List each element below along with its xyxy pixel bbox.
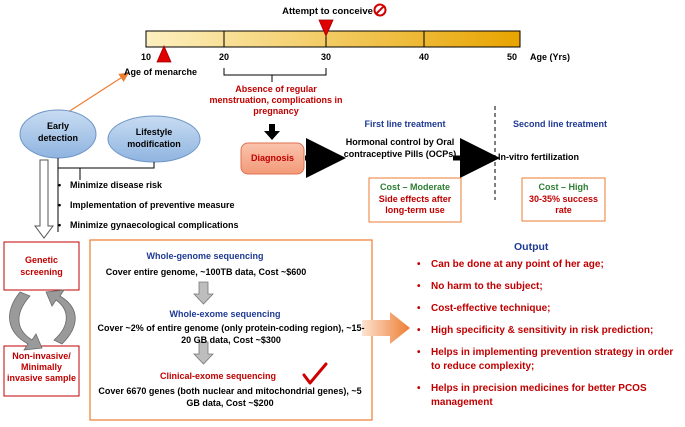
tick-label-50: 50 bbox=[506, 52, 517, 62]
list-item: Minimize gynaecological complications bbox=[56, 215, 266, 235]
no-symbol-icon bbox=[373, 3, 387, 17]
sequencing-box bbox=[89, 239, 373, 421]
wgs-to-wes-arrow bbox=[193, 281, 214, 305]
menarche-label: Age of menarche bbox=[124, 67, 198, 77]
cost-high-detail: 30-35% success rate bbox=[528, 194, 599, 215]
list-item: Minimize disease risk bbox=[56, 175, 266, 195]
ces-title: Clinical-exome sequencing bbox=[159, 371, 277, 381]
wgs-text: Cover entire genome, ~100TB data, Cost ~… bbox=[105, 267, 307, 277]
absence-bracket bbox=[223, 68, 327, 76]
list-item: Implementation of preventive measure bbox=[56, 195, 266, 215]
early-to-menarche-arrow bbox=[61, 72, 130, 117]
lifestyle-label: Lifestyle modification bbox=[127, 127, 181, 149]
to-genetic-screening-arrow bbox=[34, 159, 54, 239]
wes-title: Whole-exome sequencing bbox=[169, 309, 281, 319]
second-line-title: Second line treatment bbox=[512, 119, 608, 129]
wes-text: Cover ~2% of entire genome (only protein… bbox=[97, 323, 365, 345]
attempt-marker-icon bbox=[318, 19, 334, 37]
list-item: Helps in precision medicines for better … bbox=[415, 382, 683, 410]
cost-moderate-box bbox=[368, 177, 462, 223]
menarche-marker-icon bbox=[156, 45, 172, 63]
tick-label-20: 20 bbox=[218, 52, 229, 62]
cost-high-title: Cost – High bbox=[538, 182, 589, 192]
cost-moderate-title: Cost – Moderate bbox=[379, 182, 450, 192]
tick-label-30: 30 bbox=[320, 52, 331, 62]
wgs-title: Whole-genome sequencing bbox=[146, 251, 264, 261]
age-timeline-bar bbox=[145, 30, 521, 48]
genetic-screening-label: Genetic screening bbox=[20, 255, 63, 277]
to-output-arrow bbox=[362, 312, 410, 344]
cost-high-box bbox=[521, 177, 606, 222]
to-diagnosis-arrow bbox=[264, 124, 280, 140]
cycle-arrow-up bbox=[45, 289, 76, 345]
output-title: Output bbox=[514, 241, 549, 253]
diagnosis-label: Diagnosis bbox=[250, 153, 294, 163]
list-item: Cost-effective technique; bbox=[415, 302, 683, 316]
list-item: Can be done at any point of her age; bbox=[415, 258, 683, 272]
benefits-list: Minimize disease risk Implementation of … bbox=[56, 175, 266, 235]
noninvasive-label: Non-invasive/ Minimally invasive sample bbox=[6, 351, 77, 383]
tick-label-10: 10 bbox=[140, 52, 151, 62]
first-line-text: Hormonal control by Oral contraceptive P… bbox=[343, 137, 457, 159]
tick-label-40: 40 bbox=[418, 52, 429, 62]
list-item: No harm to the subject; bbox=[415, 280, 683, 294]
cost-moderate-detail: Side effects after long-term use bbox=[378, 194, 452, 215]
list-item: Helps in implementing prevention strateg… bbox=[415, 346, 683, 374]
early-detection-label: Early detection bbox=[37, 121, 78, 143]
wes-to-ces-arrow bbox=[193, 341, 214, 365]
list-item: High specificity & sensitivity in risk p… bbox=[415, 324, 683, 338]
check-mark-icon bbox=[302, 362, 328, 385]
absence-label: Absence of regular menstruation, complic… bbox=[209, 84, 343, 116]
axis-label: Age (Yrs) bbox=[530, 52, 571, 62]
second-line-text: In-vitro fertilization bbox=[498, 152, 579, 162]
cycle-arrow-down bbox=[9, 291, 43, 351]
diagnosis-box bbox=[240, 142, 305, 175]
noninvasive-box bbox=[3, 345, 80, 397]
attempt-to-conceive-label: Attempt to conceive bbox=[282, 6, 373, 17]
genetic-screening-box bbox=[3, 241, 80, 291]
ces-text: Cover 6670 genes (both nuclear and mitoc… bbox=[98, 386, 362, 408]
first-line-title: First line treatment bbox=[364, 119, 446, 129]
output-list: Can be done at any point of her age; No … bbox=[415, 258, 683, 410]
